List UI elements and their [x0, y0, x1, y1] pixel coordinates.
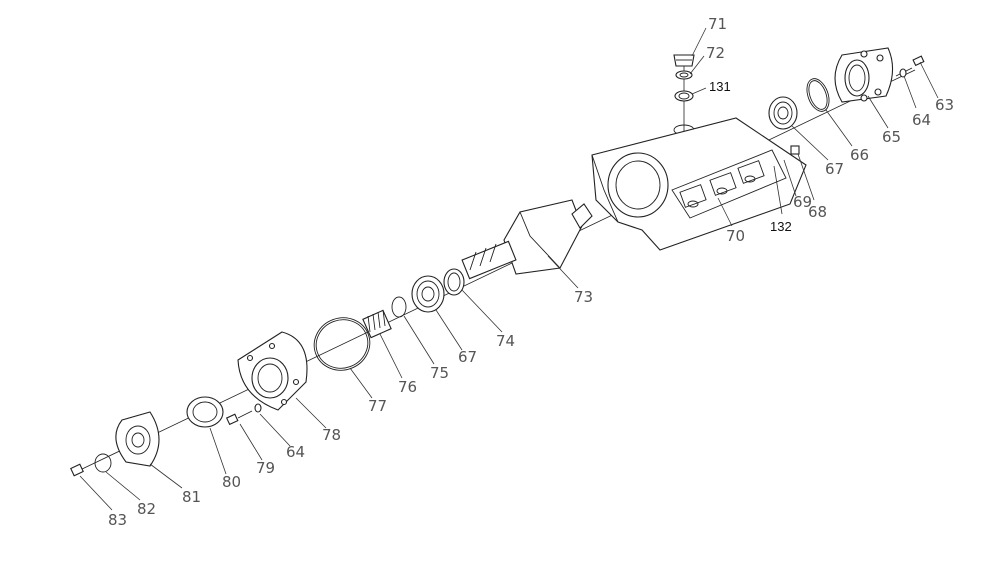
label-79: 79: [256, 459, 275, 477]
label-83: 83: [108, 511, 127, 529]
label-75: 75: [430, 364, 449, 382]
label-72: 72: [706, 44, 725, 62]
part-68-plug: [790, 145, 800, 155]
part-82-retaining-ring: [94, 453, 112, 473]
part-76-threaded-nut: [362, 309, 392, 339]
label-82: 82: [137, 500, 156, 518]
label-70: 70: [726, 227, 745, 245]
label-69: 69: [793, 193, 812, 211]
part-75-snap-ring: [391, 296, 407, 318]
label-63: 63: [935, 96, 954, 114]
part-77-large-o-ring: [313, 317, 371, 371]
label-80: 80: [222, 473, 241, 491]
part-83-screw: [70, 463, 84, 477]
label-77: 77: [368, 397, 387, 415]
part-66-o-ring: [806, 78, 830, 112]
label-78: 78: [322, 426, 341, 444]
part-64-washer-lower: [254, 403, 262, 413]
label-81: 81: [182, 488, 201, 506]
label-71: 71: [708, 15, 727, 33]
label-131: 131: [709, 79, 731, 94]
label-67-right: 67: [825, 160, 844, 178]
part-80-spacer-ring: [186, 396, 224, 428]
part-72-washer: [675, 70, 693, 80]
label-73: 73: [574, 288, 593, 306]
part-81-pulley: [115, 411, 160, 467]
part-64-washer: [899, 68, 907, 78]
part-67-bearing-left: [411, 275, 445, 313]
part-65-flange-cover: [834, 47, 894, 103]
part-73-shaft: [461, 199, 593, 280]
label-65: 65: [882, 128, 901, 146]
label-66: 66: [850, 146, 869, 164]
label-64-lower: 64: [286, 443, 305, 461]
label-74: 74: [496, 332, 515, 350]
part-131-bushing: [674, 90, 694, 102]
label-132: 132: [770, 219, 792, 234]
leader-lines: [79, 27, 939, 511]
part-71-breather-cap: [673, 54, 695, 67]
label-76: 76: [398, 378, 417, 396]
part-78-flange: [237, 331, 308, 411]
label-67-left: 67: [458, 348, 477, 366]
part-79-bolt: [225, 410, 253, 426]
part-67-bearing-right: [768, 96, 798, 130]
label-68: 68: [808, 203, 827, 221]
label-64-top: 64: [912, 111, 931, 129]
part-74-spacer: [443, 268, 465, 296]
part-70-housing: [591, 117, 807, 251]
